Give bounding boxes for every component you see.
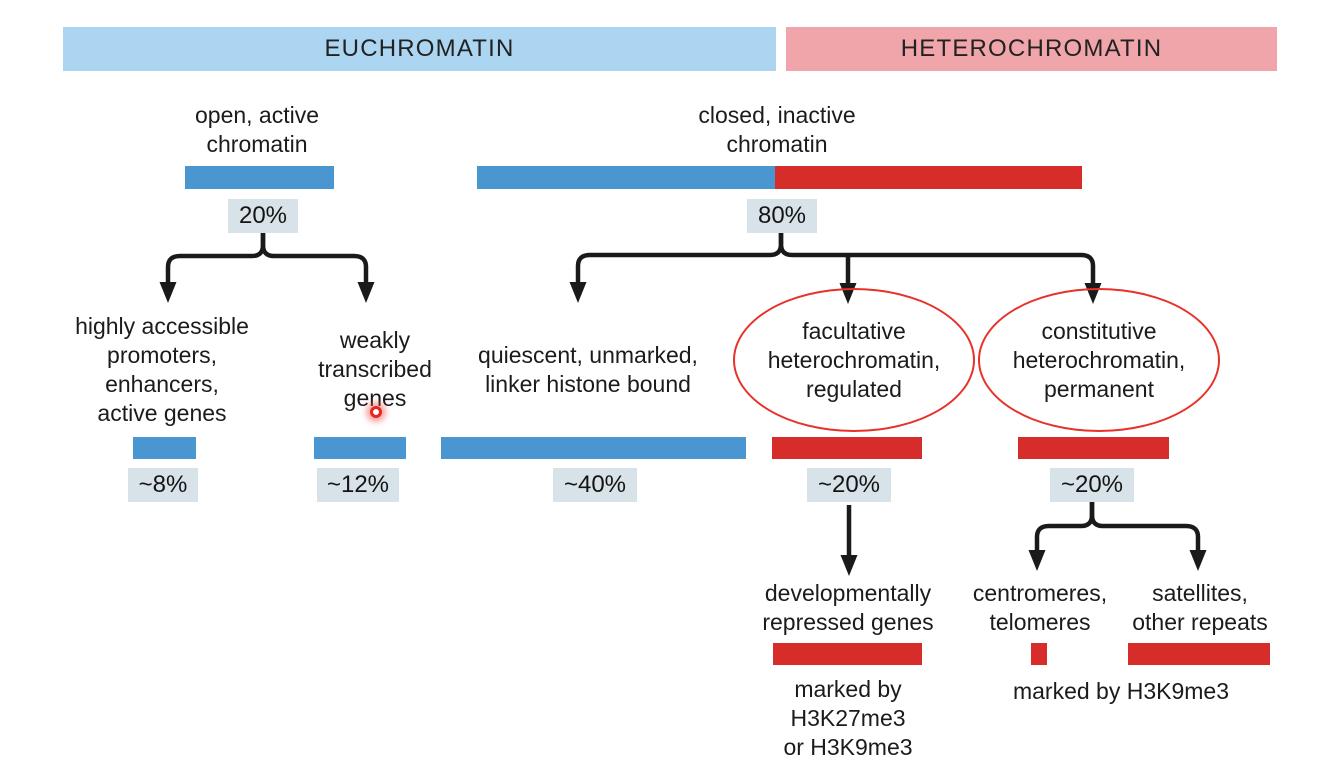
- marked-by-h3k27me3-label: marked by H3K27me3 or H3K9me3: [748, 675, 948, 762]
- label-line: constitutive: [1041, 317, 1157, 344]
- label-line: other repeats: [1132, 609, 1268, 635]
- satellites-bar: [1128, 643, 1270, 665]
- closed-inactive-chromatin-label: closed, inactive chromatin: [652, 101, 902, 159]
- label-line: facultative: [802, 317, 906, 344]
- quiescent-bar: [441, 437, 746, 459]
- label-line: weakly: [339, 327, 411, 353]
- label-line: permanent: [1044, 375, 1154, 402]
- closed-bar-heterochromatin-segment: [775, 166, 1082, 189]
- developmentally-repressed-bar: [773, 643, 922, 665]
- label-line: open, active: [194, 102, 320, 128]
- branch-con-right: [1089, 502, 1201, 552]
- heterochromatin-header-bar: HETEROCHROMATIN: [786, 27, 1277, 71]
- highly-accessible-label: highly accessible promoters, enhancers, …: [37, 312, 287, 428]
- weakly-transcribed-label: weakly transcribed genes: [295, 326, 455, 413]
- facultative-heterochromatin-circle: facultative heterochromatin, regulated: [733, 288, 975, 432]
- label-line: active genes: [97, 400, 227, 426]
- label-line: closed, inactive: [698, 102, 856, 128]
- percent-chip-8: ~8%: [128, 468, 198, 502]
- percent-chip-20: 20%: [228, 199, 298, 233]
- centromeres-telomeres-label: centromeres, telomeres: [955, 579, 1125, 637]
- weakly-transcribed-bar: [314, 437, 406, 459]
- label-line: transcribed: [318, 356, 432, 382]
- label-line: promoters,: [107, 342, 217, 368]
- label-line: developmentally: [764, 580, 932, 606]
- branch-80-right: [778, 231, 1096, 284]
- label-line: heterochromatin,: [767, 346, 941, 373]
- euchromatin-header-label: EUCHROMATIN: [324, 35, 515, 62]
- open-chromatin-bar: [185, 166, 334, 189]
- branch-20-right: [260, 231, 369, 284]
- arrowhead: [357, 282, 375, 303]
- percent-chip-20-constitutive: ~20%: [1050, 468, 1134, 502]
- label-line: highly accessible: [75, 313, 249, 339]
- arrowhead: [569, 282, 587, 303]
- arrowhead: [840, 555, 858, 576]
- satellites-repeats-label: satellites, other repeats: [1115, 579, 1285, 637]
- euchromatin-header-bar: EUCHROMATIN: [63, 27, 776, 71]
- label-line: H3K27me3: [790, 705, 906, 731]
- branch-con-left: [1034, 502, 1095, 552]
- arrowhead: [1028, 550, 1046, 571]
- constitutive-heterochromatin-label: constitutive heterochromatin, permanent: [1013, 317, 1186, 404]
- percent-chip-20-facultative: ~20%: [807, 468, 891, 502]
- closed-chromatin-bar: [477, 166, 1082, 189]
- heterochromatin-header-label: HETEROCHROMATIN: [900, 35, 1163, 62]
- branch-80-left: [575, 231, 784, 284]
- marked-by-h3k9me3-label: marked by H3K9me3: [1012, 678, 1230, 704]
- constitutive-heterochromatin-circle: constitutive heterochromatin, permanent: [978, 288, 1220, 432]
- quiescent-label: quiescent, unmarked, linker histone boun…: [438, 341, 738, 399]
- label-line: or H3K9me3: [783, 734, 913, 760]
- label-line: heterochromatin,: [1012, 346, 1186, 373]
- label-line: chromatin: [206, 131, 308, 157]
- label-line: marked by: [794, 676, 902, 702]
- percent-chip-80: 80%: [747, 199, 817, 233]
- label-line: linker histone bound: [485, 371, 691, 397]
- label-line: quiescent, unmarked,: [478, 342, 698, 368]
- branch-20-left: [165, 231, 266, 284]
- label-line: regulated: [806, 375, 902, 402]
- percent-chip-40: ~40%: [553, 468, 637, 502]
- label-line: satellites,: [1152, 580, 1248, 606]
- constitutive-bar: [1018, 437, 1169, 459]
- facultative-heterochromatin-label: facultative heterochromatin, regulated: [768, 317, 941, 404]
- arrowhead: [159, 282, 177, 303]
- facultative-bar: [772, 437, 922, 459]
- centromeres-bar: [1031, 643, 1047, 665]
- cursor-click-indicator: [370, 406, 382, 418]
- label-line: telomeres: [989, 609, 1091, 635]
- label-line: repressed genes: [762, 609, 934, 635]
- label-line: chromatin: [726, 131, 828, 157]
- label-line: enhancers,: [105, 371, 219, 397]
- arrowhead: [1189, 550, 1207, 571]
- closed-bar-euchromatin-segment: [477, 166, 775, 189]
- percent-chip-12: ~12%: [317, 468, 399, 502]
- highly-accessible-bar: [133, 437, 196, 459]
- open-active-chromatin-label: open, active chromatin: [132, 101, 382, 159]
- label-line: centromeres,: [972, 580, 1108, 606]
- developmentally-repressed-label: developmentally repressed genes: [723, 579, 973, 637]
